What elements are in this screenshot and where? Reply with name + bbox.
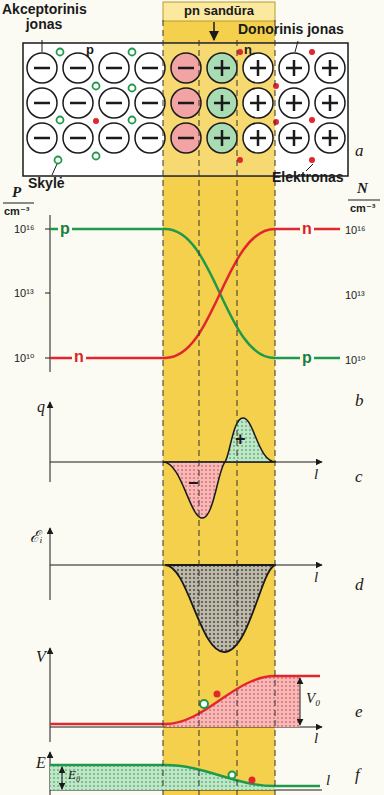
axis <box>50 648 51 742</box>
curve-label: p <box>58 220 72 238</box>
field-lobe <box>165 565 276 652</box>
tick-label: 10¹⁰ <box>14 352 34 364</box>
electron <box>309 49 315 55</box>
axis-label: l <box>314 730 318 747</box>
panel-letter: c <box>355 468 363 487</box>
axis <box>50 528 51 600</box>
axis-label: l <box>326 772 330 789</box>
crystal-box <box>23 43 348 176</box>
fraction-bar <box>348 200 380 201</box>
barrier-height-arrow <box>300 678 301 725</box>
hole <box>129 85 136 92</box>
electron <box>93 118 99 124</box>
electron <box>273 119 279 125</box>
holes <box>55 49 136 164</box>
electron <box>237 157 243 163</box>
charge-sign: + <box>235 430 246 450</box>
charge-sign: − <box>188 474 199 494</box>
negative-charge-lobe <box>163 462 225 518</box>
hole <box>93 83 100 90</box>
leader-lines <box>42 40 313 175</box>
hole <box>57 117 64 124</box>
hole <box>93 153 100 160</box>
electron <box>273 83 279 89</box>
electron <box>309 117 315 123</box>
hole <box>129 49 136 56</box>
tick-label: 10¹⁶ <box>14 223 34 235</box>
boundary-lines <box>163 20 275 795</box>
region-label: n <box>244 43 252 57</box>
panel-letter: d <box>355 576 364 595</box>
positive-charge-lobe <box>225 418 276 462</box>
electron-concentration-curve <box>50 229 340 358</box>
axis-label: q <box>37 398 45 416</box>
junction-label: pn sandūra <box>163 4 275 18</box>
fraction-bar <box>3 203 34 204</box>
leader-line <box>42 40 43 52</box>
electron <box>309 157 315 163</box>
axis-ticks <box>45 229 50 358</box>
curve-label: p <box>300 349 314 367</box>
energy-curve <box>50 765 320 786</box>
axis-label: E <box>36 754 46 772</box>
tick-label: 10¹³ <box>345 289 365 301</box>
panel-letter: b <box>355 392 364 411</box>
panel-letter: e <box>355 703 363 722</box>
tick-label: 10¹⁰ <box>345 354 365 366</box>
part-label: Donorinis jonas <box>238 22 344 37</box>
unit-label: cm⁻³ <box>4 205 29 217</box>
axis-label: N <box>357 180 368 197</box>
part-label: Akceptorinis jonas <box>2 2 86 33</box>
region-label: p <box>86 43 94 57</box>
electron <box>237 49 243 55</box>
energy-arrow <box>62 767 63 789</box>
hole <box>55 157 62 164</box>
leader-line <box>52 164 57 175</box>
tick-label: 10¹⁶ <box>345 224 365 236</box>
axis-label: P <box>12 184 21 201</box>
dimension-label: E₀ <box>68 768 80 782</box>
panel-letter: a <box>355 142 364 161</box>
part-label: Skylė <box>28 176 65 191</box>
energy-fill <box>50 765 275 790</box>
hole <box>229 772 236 779</box>
axis-label: l <box>314 569 318 586</box>
junction-arrow <box>213 22 215 40</box>
electron <box>214 691 221 698</box>
axis-label: V <box>36 648 46 666</box>
axis <box>50 402 51 482</box>
hole <box>200 700 208 708</box>
electron <box>249 777 256 784</box>
dimension-label: V₀ <box>306 690 320 707</box>
tick-label: 10¹³ <box>14 287 34 299</box>
electrons <box>93 49 315 163</box>
minus-signs <box>34 68 194 138</box>
hole-concentration-curve <box>50 229 340 358</box>
part-label: Elektronas <box>272 170 344 185</box>
junction-title-box <box>163 2 275 21</box>
axis-label: l <box>314 466 318 483</box>
curve-label: n <box>72 348 86 366</box>
hole <box>129 117 136 124</box>
potential-curve <box>50 676 320 724</box>
unit-label: cm⁻³ <box>350 202 375 214</box>
plus-signs <box>214 60 338 146</box>
curve-label: n <box>300 220 314 238</box>
leader-line <box>295 41 298 52</box>
panel-letter: f <box>355 766 360 785</box>
axis-label: ℰᵢ <box>30 528 43 546</box>
hole <box>57 49 64 56</box>
